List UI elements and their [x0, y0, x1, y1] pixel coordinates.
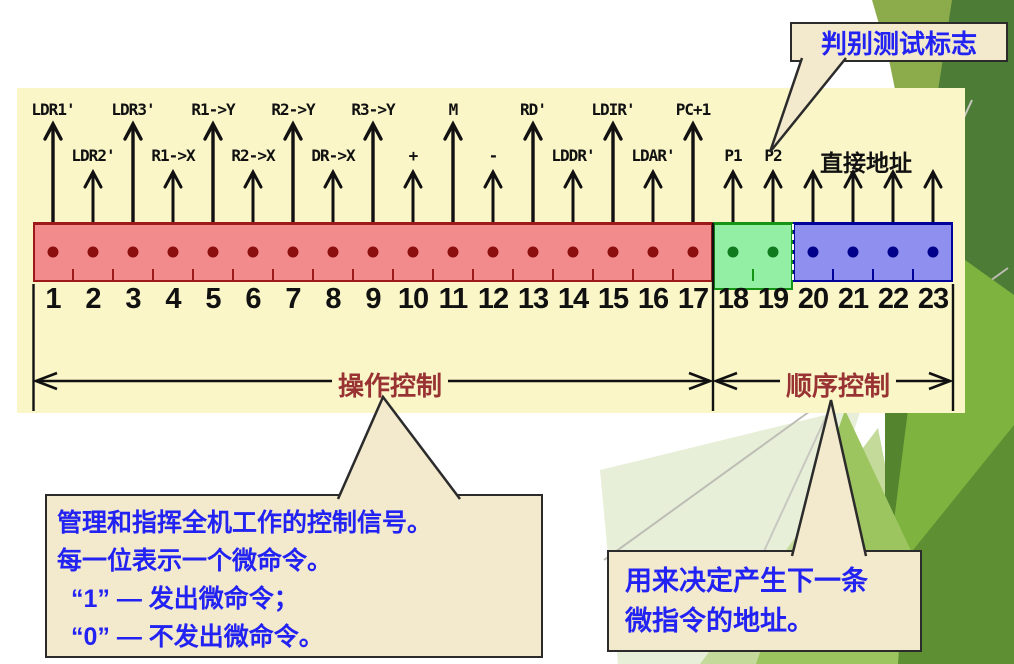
bar-segment-test-flag [713, 222, 793, 290]
direct-address-label: 直接地址 [820, 150, 912, 176]
signal-label: M [448, 100, 459, 119]
bit-number: 4 [165, 283, 181, 315]
bit-number: 13 [517, 283, 549, 315]
signal-label: LDR3' [111, 100, 155, 119]
bit-number: 2 [85, 283, 101, 315]
signal-label: RD' [520, 100, 547, 119]
bit-number: 7 [285, 283, 301, 315]
signal-label: LDAR' [631, 146, 675, 165]
bit-number: 19 [757, 283, 789, 315]
signal-label: R2->Y [271, 100, 315, 119]
signal-label: LDDR' [551, 146, 595, 165]
bit-number: 22 [877, 283, 909, 315]
callout-test-flag-text: 判别测试标志 [820, 28, 977, 59]
signal-label: R1->Y [191, 100, 235, 119]
callout-sequence-note: 用来决定产生下一条 微指令的地址。 [607, 550, 922, 652]
bar-segment-direct-address [793, 222, 953, 282]
signal-label: LDR1' [31, 100, 75, 119]
bit-number: 23 [917, 283, 949, 315]
note-line: “1” — 发出微命令； [71, 585, 299, 613]
bit-number: 12 [477, 283, 509, 315]
bit-number: 18 [717, 283, 749, 315]
bit-number: 11 [438, 283, 469, 315]
signal-label: P1 [724, 146, 742, 165]
signal-label: - [488, 146, 499, 165]
span-label-sequence-control: 顺序控制 [779, 366, 897, 403]
bit-number: 10 [397, 283, 429, 315]
bar-segment-operation-control [33, 222, 713, 282]
bit-number: 3 [125, 283, 141, 315]
note-line: 微指令的地址。 [625, 606, 814, 636]
callout-operation-note: 管理和指挥全机工作的控制信号。 每一位表示一个微命令。 “1” — 发出微命令；… [45, 494, 543, 658]
bit-number: 9 [365, 283, 381, 315]
signal-label: P2 [764, 146, 782, 165]
bit-number: 16 [637, 283, 669, 315]
signal-label: R2->X [231, 146, 275, 165]
bit-number: 20 [797, 283, 829, 315]
bit-number: 17 [677, 283, 709, 315]
signal-label: R3->Y [351, 100, 395, 119]
signal-label: + [408, 146, 419, 165]
note-line: 用来决定产生下一条 [625, 566, 868, 596]
note-line: “0” — 不发出微命令。 [71, 623, 324, 651]
signal-label: LDIR' [591, 100, 635, 119]
bit-number: 8 [325, 283, 341, 315]
note-line: 每一位表示一个微命令。 [57, 547, 333, 575]
signal-label: R1->X [151, 146, 195, 165]
bit-number: 5 [205, 283, 221, 315]
signal-label: LDR2' [71, 146, 115, 165]
bit-number: 6 [245, 283, 261, 315]
bit-number: 15 [597, 283, 629, 315]
signal-label: DR->X [311, 146, 355, 165]
bit-number: 14 [557, 283, 589, 315]
span-label-operation-control: 操作控制 [331, 366, 449, 403]
bit-number: 21 [837, 283, 869, 315]
signal-label: PC+1 [675, 100, 712, 119]
note-line: 管理和指挥全机工作的控制信号。 [57, 509, 433, 537]
bit-number: 1 [45, 283, 61, 315]
callout-test-flag: 判别测试标志 [790, 22, 1008, 62]
green-blue-dashed-separator [792, 224, 794, 280]
